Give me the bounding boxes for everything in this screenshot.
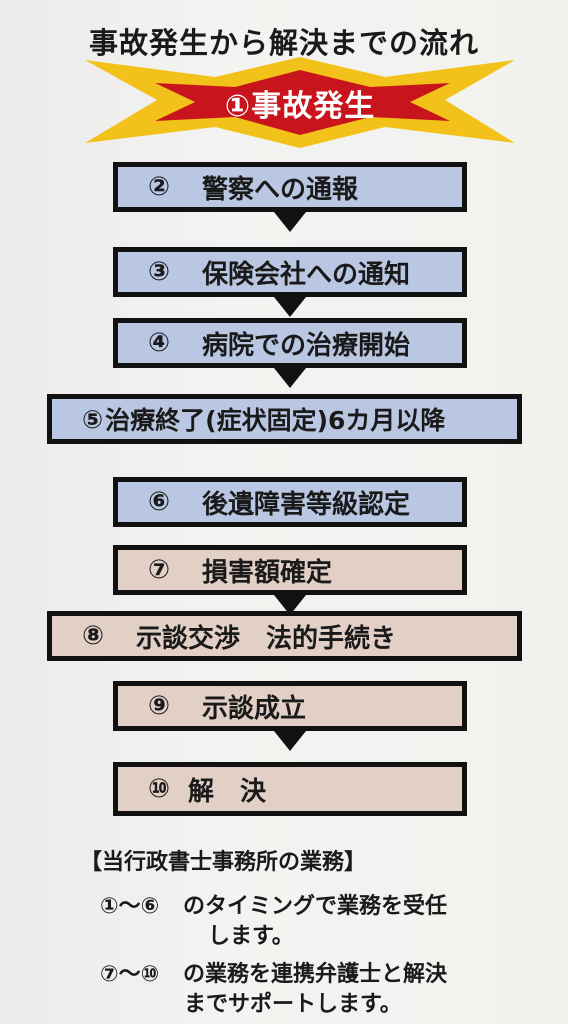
step-label: 示談成立 <box>202 693 307 724</box>
flow-arrow-icon <box>274 731 306 751</box>
notes-text-2: の業務を連携弁護士と解決 <box>182 962 447 987</box>
notes-text-1: のタイミングで業務を受任 <box>182 894 447 919</box>
step-label: 示談交渉 法的手続き <box>136 623 397 654</box>
step-number: ⑨ <box>148 691 171 721</box>
step-number: ⑤ <box>82 404 104 434</box>
flow-arrow-icon <box>274 368 306 388</box>
step-label: 損害額確定 <box>202 557 333 588</box>
notes-range-1: ①～⑥ <box>100 894 160 919</box>
step-1-accident: ①事故発生 <box>224 88 376 124</box>
step-7-damage-amount: ⑦ 損害額確定 <box>113 545 467 595</box>
step-label: 警察への通報 <box>202 174 359 205</box>
step-4-treatment-start: ④ 病院での治療開始 <box>113 318 467 368</box>
explosion-burst-icon <box>85 57 515 148</box>
step-label: 後遺障害等級認定 <box>202 489 411 520</box>
step-3-insurance-notice: ③ 保険会社への通知 <box>113 247 467 297</box>
notes-range-2: ⑦～⑩ <box>100 962 160 987</box>
flow-arrow-icon <box>274 595 306 615</box>
step-10-resolution: ⑩ 解 決 <box>113 762 467 816</box>
step-number: ④ <box>148 328 171 358</box>
step-label: 治療終了(症状固定)6カ月以降 <box>105 406 446 435</box>
step-label: 保険会社への通知 <box>202 259 411 290</box>
step-5-treatment-end: ⑤ 治療終了(症状固定)6カ月以降 <box>47 394 522 444</box>
step-number: ⑥ <box>148 487 171 517</box>
notes-line-2-cont: までサポートします。 <box>184 992 402 1017</box>
flow-arrow-icon <box>274 212 306 232</box>
notes-line-2: ⑦～⑩ の業務を連携弁護士と解決 <box>80 960 550 990</box>
notes-heading: 【当行政書士事務所の業務】 <box>80 850 367 875</box>
step-8-negotiation: ⑧ 示談交渉 法的手続き <box>47 611 522 661</box>
notes-line-1: ①～⑥ のタイミングで業務を受任 <box>80 892 550 922</box>
step-number: ⑩ <box>148 774 171 804</box>
notes-line-1-cont: します。 <box>208 924 294 949</box>
step-2-police-report: ② 警察への通報 <box>113 162 467 212</box>
step-9-settlement: ⑨ 示談成立 <box>113 681 467 731</box>
step-label: 病院での治療開始 <box>202 330 411 361</box>
step-6-disability-grade: ⑥ 後遺障害等級認定 <box>113 477 467 527</box>
office-services-notes: 【当行政書士事務所の業務】 ①～⑥ のタイミングで業務を受任 します。 ⑦～⑩ … <box>80 848 550 1020</box>
step-number: ② <box>148 172 171 202</box>
page-title: 事故発生から解決までの流れ <box>88 26 479 60</box>
step-number: ③ <box>148 257 171 287</box>
flow-arrow-icon <box>274 297 306 317</box>
step-label: 解 決 <box>188 776 267 807</box>
step-number: ⑦ <box>148 555 171 585</box>
step-number: ⑧ <box>82 621 105 651</box>
